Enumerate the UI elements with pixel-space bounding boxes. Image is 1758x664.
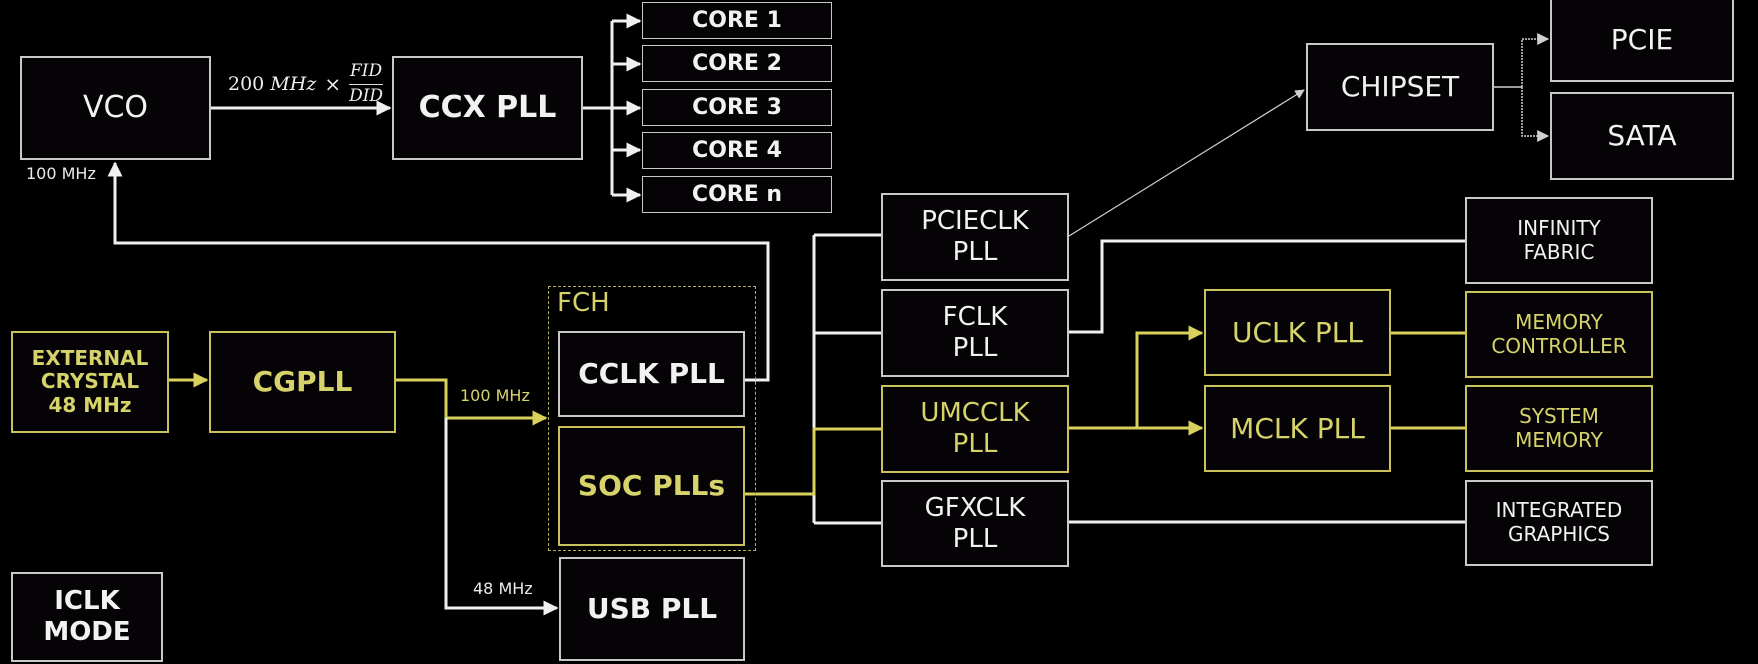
formula-multiply-sign: × (324, 72, 342, 97)
usb-pll-label: USB PLL (586, 592, 718, 626)
umcclk-pll-block: UMCCLK PLL (881, 385, 1069, 473)
fclk-pll-block: FCLK PLL (881, 289, 1069, 377)
pcieclk-pll-block: PCIECLK PLL (881, 193, 1069, 281)
core-block: CORE 2 (642, 45, 832, 82)
ccx-pll-label: CCX PLL (418, 90, 557, 126)
cgpll-label: CGPLL (252, 365, 353, 399)
cclk-to-vco-ref-line (107, 161, 770, 382)
uclk-pll-block: UCLK PLL (1204, 289, 1391, 376)
core-block: CORE 1 (642, 2, 832, 39)
iclk-mode-block: ICLK MODE (11, 572, 163, 662)
external-crystal-label: EXTERNAL CRYSTAL 48 MHz (31, 345, 149, 417)
memory-controller-block: MEMORY CONTROLLER (1465, 291, 1653, 378)
sata-label: SATA (1607, 119, 1677, 153)
fch-group-label: FCH (557, 288, 610, 318)
pcieclk-pll-label: PCIECLK PLL (921, 206, 1029, 267)
vco-ref-frequency-label: 100 MHz (26, 164, 96, 183)
core-label: CORE 3 (692, 94, 782, 120)
chipset-to-sata-arrow (1521, 87, 1550, 142)
formula-numerator: FID (350, 61, 383, 81)
infinity-fabric-label: INFINITY FABRIC (1517, 215, 1601, 264)
chipset-to-pcie-arrow (1521, 33, 1550, 87)
external-crystal-block: EXTERNAL CRYSTAL 48 MHz (11, 331, 169, 433)
sata-block: SATA (1550, 92, 1734, 180)
cgpll-to-fch-line (396, 378, 548, 426)
umcclk-pll-label: UMCCLK PLL (920, 398, 1030, 459)
ccx-pll-block: CCX PLL (392, 56, 583, 160)
fch-ref-frequency-label: 100 MHz (460, 386, 530, 405)
soc-plls-label: SOC PLLs (577, 469, 726, 503)
formula-fraction: FID DID (349, 61, 384, 106)
mclk-pll-block: MCLK PLL (1204, 385, 1391, 472)
fraction-bar (349, 83, 384, 85)
formula-unit: MHz (270, 73, 317, 96)
uclk-pll-label: UCLK PLL (1232, 315, 1363, 349)
system-memory-block: SYSTEM MEMORY (1465, 385, 1653, 472)
formula-denominator: DID (349, 85, 384, 106)
core-label: CORE n (691, 181, 783, 207)
usb-pll-block: USB PLL (559, 557, 745, 661)
integrated-graphics-label: INTEGRATED GRAPHICS (1495, 498, 1623, 546)
iclk-mode-label: ICLK MODE (43, 586, 131, 647)
cclk-pll-block: CCLK PLL (558, 331, 745, 417)
umcclk-to-uclk-arrow (1135, 325, 1204, 428)
memory-controller-label: MEMORY CONTROLLER (1491, 309, 1627, 358)
system-memory-label: SYSTEM MEMORY (1515, 403, 1603, 452)
core-label: CORE 4 (692, 137, 782, 163)
vco-label: VCO (82, 90, 149, 126)
core-label: CORE 2 (692, 50, 782, 76)
soc-plls-block: SOC PLLs (558, 426, 745, 546)
fclk-pll-label: FCLK PLL (942, 302, 1008, 363)
cgpll-to-usb-line (444, 418, 559, 616)
pcie-block: PCIE (1550, 0, 1734, 82)
gfxclk-pll-block: GFXCLK PLL (881, 480, 1069, 567)
soc-to-umcclk-line (745, 427, 881, 496)
vco-block: VCO (20, 56, 211, 160)
infinity-fabric-block: INFINITY FABRIC (1465, 197, 1653, 284)
integrated-graphics-block: INTEGRATED GRAPHICS (1465, 480, 1653, 566)
gfxclk-pll-label: GFXCLK PLL (924, 492, 1026, 554)
chipset-block: CHIPSET (1306, 43, 1494, 131)
pcie-label: PCIE (1610, 23, 1674, 57)
core-block: CORE 3 (642, 89, 832, 126)
pcieclk-to-chipset-arrow (1068, 89, 1305, 237)
fclk-to-infinity-fabric-line (1069, 239, 1465, 334)
usb-ref-frequency-label: 48 MHz (473, 579, 533, 598)
chipset-label: CHIPSET (1340, 70, 1460, 104)
fch-group (548, 286, 756, 551)
core-block: CORE n (642, 176, 832, 213)
core-block: CORE 4 (642, 132, 832, 169)
mclk-pll-label: MCLK PLL (1230, 411, 1365, 445)
ccx-frequency-formula: 200 MHz × FID DID (228, 61, 384, 106)
cclk-pll-label: CCLK PLL (578, 357, 725, 391)
core-label: CORE 1 (692, 7, 782, 33)
cgpll-block: CGPLL (209, 331, 396, 433)
formula-base: 200 (228, 73, 265, 96)
